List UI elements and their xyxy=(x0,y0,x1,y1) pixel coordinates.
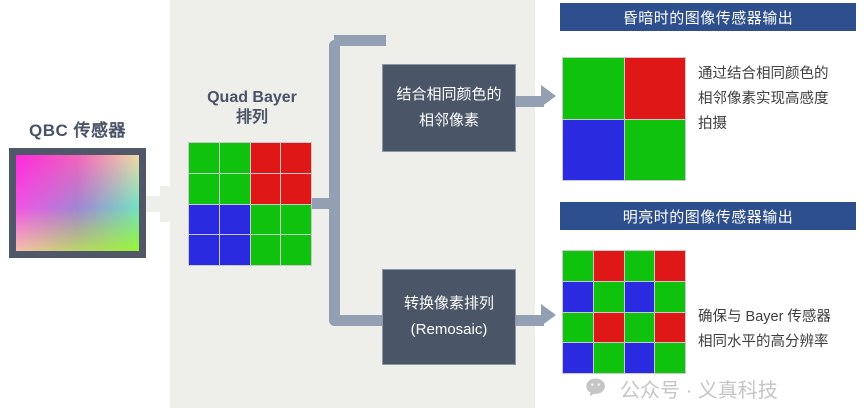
dim-output-header: 昏暗时的图像传感器输出 xyxy=(560,3,856,31)
quad-bayer-cell-g xyxy=(250,235,281,265)
bright-output-cell-b xyxy=(563,281,593,312)
dim-output-description-line-2: 相邻像素实现高感度 xyxy=(698,91,829,107)
bright-output-description-line-2: 相同水平的高分辨率 xyxy=(698,334,829,350)
branch-top-line xyxy=(334,35,386,46)
branch-vertical-line xyxy=(329,40,340,326)
process-box-remosaic-line2: (Remosaic) xyxy=(410,321,488,338)
process-box-binning-line1: 结合相同颜色的 xyxy=(396,86,502,103)
arrow-to-bright-output-head-icon xyxy=(541,304,556,326)
bright-output-cell-r xyxy=(655,312,685,343)
bright-output-cell-r xyxy=(593,312,624,343)
process-box-remosaic: 转换像素排列 (Remosaic) xyxy=(382,269,516,365)
bright-output-cell-r xyxy=(655,251,685,281)
quad-bayer-cell-g xyxy=(250,204,281,235)
quad-bayer-cell-g xyxy=(219,143,250,173)
quad-bayer-cell-b xyxy=(189,204,219,235)
quad-bayer-cell-g xyxy=(189,173,219,204)
dim-output-description-line-1: 通过结合相同颜色的 xyxy=(698,66,829,82)
branch-stem-line xyxy=(312,198,340,209)
wechat-icon xyxy=(585,376,611,402)
quad-bayer-cell-b xyxy=(189,235,219,265)
watermark-text: 公众号 · 义真科技 xyxy=(620,380,778,402)
branch-bottom-line xyxy=(334,315,386,326)
bright-output-description: 确保与 Bayer 传感器相同水平的高分辨率 xyxy=(698,305,865,355)
bright-output-cell-b xyxy=(624,281,655,312)
sensor-image xyxy=(9,148,146,258)
quad-bayer-cell-r xyxy=(250,143,281,173)
bright-output-cell-g xyxy=(655,281,685,312)
dim-output-cell-g xyxy=(624,119,685,180)
sensor-title: QBC 传感器 xyxy=(29,121,126,140)
process-box-remosaic-line1: 转换像素排列 xyxy=(403,295,494,312)
bright-output-cell-g xyxy=(593,343,624,373)
bright-output-grid xyxy=(562,250,686,374)
quad-bayer-title-line1: Quad Bayer xyxy=(207,89,297,106)
bright-output-cell-g xyxy=(563,312,593,343)
bright-output-cell-r xyxy=(593,251,624,281)
quad-bayer-grid xyxy=(188,142,312,266)
quad-bayer-cell-r xyxy=(281,143,311,173)
sensor-connector-head-icon xyxy=(160,186,174,222)
bright-output-header: 明亮时的图像传感器输出 xyxy=(560,202,856,230)
quad-bayer-title: Quad Bayer 排列 xyxy=(178,88,326,128)
quad-bayer-cell-g xyxy=(189,143,219,173)
bright-output-description-line-1: 确保与 Bayer 传感器 xyxy=(698,309,831,325)
bright-output-cell-b xyxy=(624,343,655,373)
dim-output-cell-g xyxy=(563,58,624,119)
watermark: 公众号 · 义真科技 xyxy=(585,374,778,403)
bright-output-cell-g xyxy=(593,281,624,312)
quad-bayer-title-line2: 排列 xyxy=(235,109,268,126)
quad-bayer-cell-g xyxy=(219,173,250,204)
quad-bayer-cell-r xyxy=(281,173,311,204)
quad-bayer-cell-g xyxy=(281,235,311,265)
arrow-to-dim-output-head-icon xyxy=(541,85,556,107)
dim-output-description: 通过结合相同颜色的相邻像素实现高感度拍摄 xyxy=(698,62,865,137)
quad-bayer-cell-b xyxy=(219,204,250,235)
bright-output-cell-g xyxy=(624,312,655,343)
arrow-to-bright-output-shaft xyxy=(516,315,544,326)
quad-bayer-cell-g xyxy=(281,204,311,235)
arrow-to-dim-output-shaft xyxy=(516,96,544,107)
bright-output-cell-b xyxy=(563,343,593,373)
dim-output-cell-b xyxy=(563,119,624,180)
dim-output-grid xyxy=(562,57,686,181)
dim-output-cell-r xyxy=(624,58,685,119)
bright-output-cell-g xyxy=(563,251,593,281)
bright-output-cell-g xyxy=(655,343,685,373)
quad-bayer-cell-b xyxy=(219,235,250,265)
bright-output-cell-g xyxy=(624,251,655,281)
process-box-binning: 结合相同颜色的 相邻像素 xyxy=(382,64,516,152)
quad-bayer-cell-r xyxy=(250,173,281,204)
dim-output-description-line-3: 拍摄 xyxy=(698,116,727,132)
sensor-color-gradient xyxy=(16,155,139,251)
process-box-binning-line2: 相邻像素 xyxy=(418,112,479,129)
